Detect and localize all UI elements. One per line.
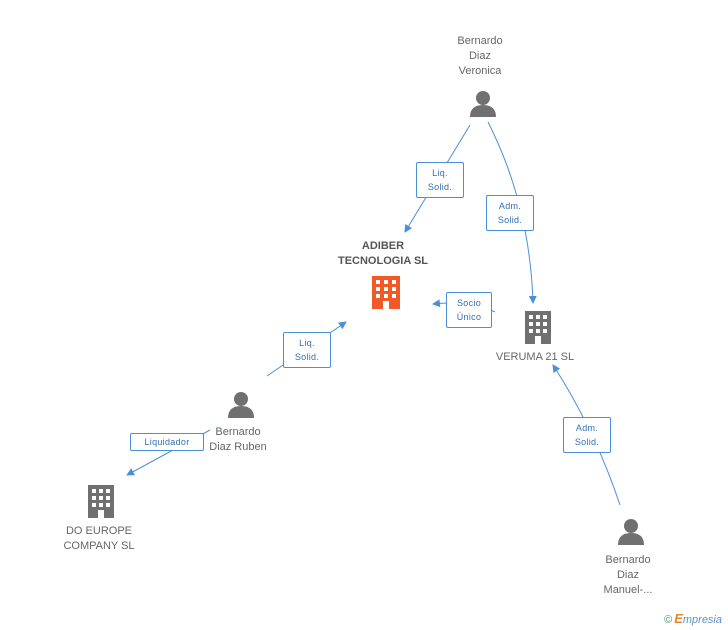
node-label-adiber[interactable]: ADIBER TECNOLOGIA SL xyxy=(337,240,429,267)
edge-label-veronica-veruma: Adm. Solid. xyxy=(486,195,534,231)
node-label-do-europe[interactable]: DO EUROPE COMPANY SL xyxy=(63,525,135,552)
node-label-bernardo-veronica[interactable]: Bernardo Diaz Veronica xyxy=(457,35,503,77)
person-icon[interactable] xyxy=(470,91,496,117)
building-icon[interactable] xyxy=(525,311,551,344)
node-label-bernardo-manuel[interactable]: Bernardo Diaz Manuel-... xyxy=(603,554,653,596)
node-label-veruma[interactable]: VERUMA 21 SL xyxy=(495,351,575,363)
person-icon[interactable] xyxy=(228,392,254,418)
brand-initial: E xyxy=(674,611,683,626)
empresia-logo: ©Empresia xyxy=(664,611,722,626)
brand-name: mpresia xyxy=(682,614,722,626)
edge-label-ruben-doeurope: Liquidador xyxy=(130,433,204,451)
building-icon[interactable] xyxy=(88,485,114,518)
edge-label-veruma-adiber: Socio Único xyxy=(446,292,492,328)
node-label-bernardo-ruben[interactable]: Bernardo Diaz Ruben xyxy=(209,426,267,453)
edge-label-veronica-adiber: Liq. Solid. xyxy=(416,162,464,198)
person-icon[interactable] xyxy=(618,519,644,545)
edge-label-ruben-adiber: Liq. Solid. xyxy=(283,332,331,368)
copyright-symbol: © xyxy=(664,614,673,626)
edge-label-manuel-veruma: Adm. Solid. xyxy=(563,417,611,453)
building-icon[interactable] xyxy=(372,276,400,309)
